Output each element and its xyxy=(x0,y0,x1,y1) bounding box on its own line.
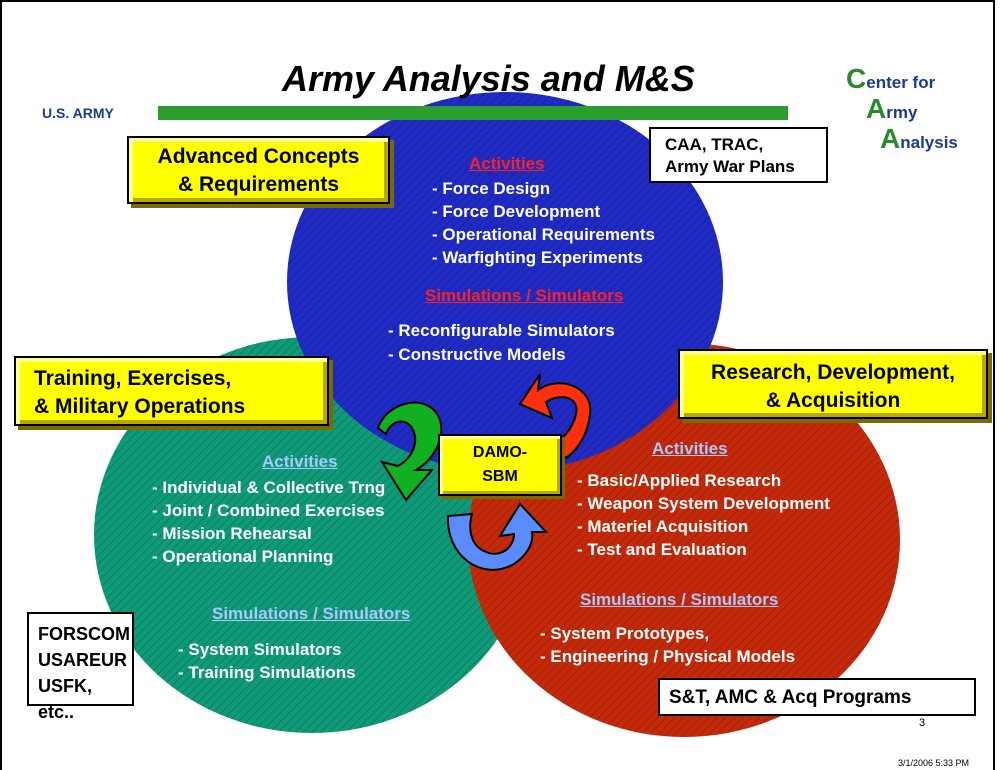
list-item: - System Simulators xyxy=(178,640,342,659)
list-item: - Mission Rehearsal xyxy=(152,524,312,543)
list-item: - Materiel Acquisition xyxy=(577,517,749,536)
right-activities-header: Activities xyxy=(652,439,728,458)
top-activities-list: - Force Design - Force Development - Ope… xyxy=(432,177,655,269)
list-item: - Test and Evaluation xyxy=(577,540,747,559)
list-item: - Weapon System Development xyxy=(577,494,830,513)
top-activities-header: Activities xyxy=(469,154,545,173)
left-org-box: FORSCOM USAREUR USFK, etc.. xyxy=(27,612,134,722)
green-curved-arrow xyxy=(376,401,443,502)
list-item: - Joint / Combined Exercises xyxy=(152,501,385,520)
list-item: - Reconfigurable Simulators xyxy=(388,321,615,340)
caa-logo: Center for Army Analysis xyxy=(846,63,958,154)
top-sims-header: Simulations / Simulators xyxy=(425,286,624,305)
advanced-concepts-box: Advanced Concepts & Requirements xyxy=(127,136,390,204)
list-item: - System Prototypes, xyxy=(540,624,710,643)
red-curved-arrow xyxy=(518,373,592,460)
list-item: - Individual & Collective Trng xyxy=(152,478,386,497)
right-sims-list: - System Prototypes, - Engineering / Phy… xyxy=(540,622,795,668)
list-item: - Basic/Applied Research xyxy=(577,471,782,490)
blue-curved-arrow xyxy=(446,502,549,571)
damo-sbm-box: DAMO- SBM xyxy=(438,434,562,496)
list-item: - Force Development xyxy=(432,202,601,221)
page-number: 3 xyxy=(919,717,926,729)
research-development-box: Research, Development, & Acquisition xyxy=(678,349,988,419)
list-item: - Force Design xyxy=(432,179,551,198)
page-title: Army Analysis and M&S xyxy=(282,58,695,99)
right-sims-header: Simulations / Simulators xyxy=(580,590,779,609)
list-item: - Operational Planning xyxy=(152,547,334,566)
right-org-box: S&T, AMC & Acq Programs xyxy=(658,678,976,716)
left-activities-list: - Individual & Collective Trng - Joint /… xyxy=(152,476,385,568)
left-activities-header: Activities xyxy=(262,452,338,471)
left-sims-list: - System Simulators - Training Simulatio… xyxy=(178,638,356,684)
footer-date: 3/1/2006 5:33 PM xyxy=(898,758,970,768)
list-item: - Engineering / Physical Models xyxy=(540,647,796,666)
top-sims-list: - Reconfigurable Simulators - Constructi… xyxy=(388,319,615,367)
list-item: - Operational Requirements xyxy=(432,225,655,244)
list-item: - Warfighting Experiments xyxy=(432,248,643,267)
us-army-label: U.S. ARMY xyxy=(42,105,114,121)
top-org-box: CAA, TRAC, Army War Plans xyxy=(649,127,828,183)
left-sims-header: Simulations / Simulators xyxy=(212,604,411,623)
training-exercises-box: Training, Exercises, & Military Operatio… xyxy=(14,356,329,426)
list-item: - Constructive Models xyxy=(388,345,566,364)
right-activities-list: - Basic/Applied Research - Weapon System… xyxy=(577,469,830,561)
list-item: - Training Simulations xyxy=(178,663,356,682)
title-bar xyxy=(158,106,788,120)
